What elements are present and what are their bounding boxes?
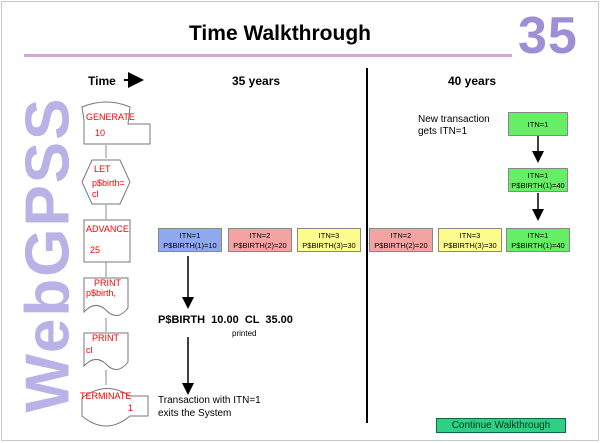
col1-box-itn3-line2: P$BIRTH(3)=30	[302, 241, 356, 250]
col1-box-itn3-line1: ITN=3	[318, 231, 340, 240]
let-block-arg2: cl	[92, 189, 99, 199]
advance-block-label: ADVANCE	[86, 224, 129, 234]
terminate-block-label: TERMINATE	[80, 391, 132, 401]
col1-box-itn2-line1: ITN=2	[249, 231, 271, 240]
exit-text-line2: exits the System	[158, 408, 232, 419]
col2-box-itn3-line2: P$BIRTH(3)=30	[443, 241, 497, 250]
generate-block-shape	[81, 101, 151, 145]
advance-block-shape	[83, 219, 131, 263]
col1-box-itn2-line2: P$BIRTH(2)=20	[233, 241, 287, 250]
continue-walkthrough-button[interactable]: Continue Walkthrough	[436, 418, 566, 433]
let-block-label: LET	[94, 164, 111, 174]
col2-box-itn3-line1: ITN=3	[459, 231, 481, 240]
title-rule	[24, 54, 512, 57]
col2-header: 40 years	[448, 74, 497, 88]
col1-header: 35 years	[232, 74, 281, 88]
col2-box-itn1: ITN=1 P$BIRTH(1)=40	[506, 228, 570, 252]
col2-box-itn2: ITN=2 P$BIRTH(2)=20	[369, 228, 433, 252]
let-block-shape	[81, 159, 131, 205]
col2-box-mid-itn1: ITN=1 P$BIRTH(1)=40	[508, 168, 568, 192]
col1-box-itn2: ITN=2 P$BIRTH(2)=20	[228, 228, 292, 252]
printed-label: printed	[232, 329, 257, 338]
print1-block-label: PRINT	[94, 278, 121, 288]
slide-title: Time Walkthrough	[188, 22, 371, 45]
col2-box-itn3: ITN=3 P$BIRTH(3)=30	[438, 228, 502, 252]
col1-box-itn1-line1: ITN=1	[179, 231, 201, 240]
col1-box-itn3: ITN=3 P$BIRTH(3)=30	[297, 228, 361, 252]
col1-box-itn1-line2: P$BIRTH(1)=10	[163, 241, 217, 250]
let-block-arg1: p$birth=	[92, 178, 125, 188]
print1-block-shape	[83, 277, 129, 316]
time-label: Time	[88, 74, 116, 88]
slide-number: 35	[518, 7, 578, 65]
col2-box-itn2-line1: ITN=2	[390, 231, 412, 240]
generate-block-label: GENERATE	[86, 112, 135, 122]
col2-box-itn1-line2: P$BIRTH(1)=40	[511, 241, 565, 250]
col2-box-mid-itn1-line2: P$BIRTH(1)=40	[511, 181, 565, 190]
print1-block-arg: p$birth,	[86, 288, 117, 298]
col2-box-new-itn1-line1: ITN=1	[527, 120, 549, 129]
new-transaction-line1: New transaction	[418, 114, 490, 125]
print-output-text: P$BIRTH 10.00 CL 35.00	[158, 314, 293, 326]
print2-block-arg: cl	[86, 345, 93, 355]
terminate-block-arg: 1	[128, 403, 134, 413]
col2-box-mid-itn1-line1: ITN=1	[527, 171, 549, 180]
col2-box-itn1-line1: ITN=1	[527, 231, 549, 240]
exit-text-line1: Transaction with ITN=1	[158, 395, 261, 406]
column-divider	[366, 68, 368, 423]
col2-box-new-itn1: ITN=1	[508, 112, 568, 136]
advance-block-arg: 25	[90, 245, 101, 255]
col1-box-itn1: ITN=1 P$BIRTH(1)=10	[158, 228, 222, 252]
col2-box-itn2-line2: P$BIRTH(2)=20	[374, 241, 428, 250]
terminate-block-shape	[81, 388, 149, 427]
print2-block-shape	[83, 332, 129, 370]
generate-block-arg: 10	[95, 128, 106, 138]
print2-block-label: PRINT	[92, 333, 119, 343]
new-transaction-line2: gets ITN=1	[418, 126, 468, 137]
